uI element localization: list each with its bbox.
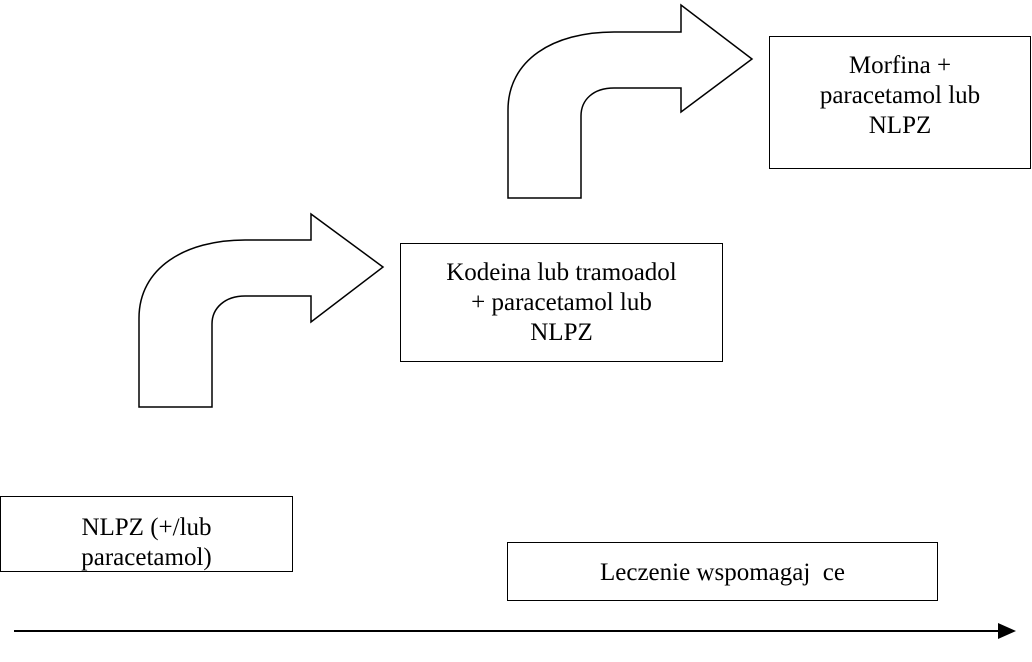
step2-line-1: Kodeina lub tramoadol bbox=[446, 259, 677, 286]
timeline-arrowhead bbox=[998, 623, 1016, 639]
step2-box: Kodeina lub tramoadol + paracetamol lub … bbox=[400, 243, 723, 362]
step3-line-1: Morfina + bbox=[848, 52, 952, 79]
curved-arrow-upper bbox=[507, 3, 754, 199]
step2-line-3: NLPZ bbox=[530, 319, 593, 346]
step2-line-2: + paracetamol lub bbox=[471, 289, 652, 316]
support-label: Leczenie wspomagaj ce bbox=[599, 559, 845, 586]
step1-line-2: paracetamol) bbox=[81, 544, 212, 571]
step3-line-3: NLPZ bbox=[868, 112, 932, 139]
step3-box: Morfina + paracetamol lub NLPZ bbox=[769, 36, 1031, 169]
support-box: Leczenie wspomagaj ce bbox=[507, 542, 938, 601]
step3-line-2: paracetamol lub bbox=[819, 82, 981, 109]
step1-line-1: NLPZ (+/lub bbox=[81, 514, 212, 541]
curved-arrow-lower bbox=[138, 212, 385, 408]
step1-box: NLPZ (+/lub paracetamol) bbox=[0, 496, 293, 572]
